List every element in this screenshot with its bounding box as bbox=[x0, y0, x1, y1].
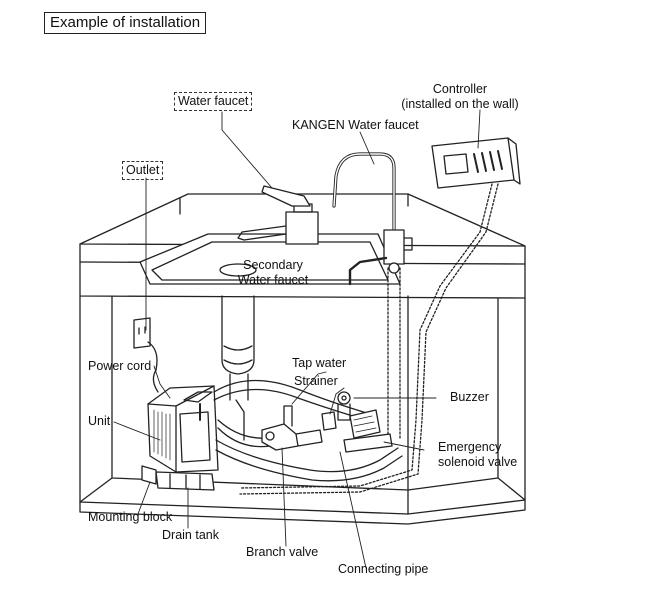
water-faucet-label: Water faucet bbox=[174, 92, 253, 111]
buzzer-label: Buzzer bbox=[450, 390, 489, 404]
water-faucet-shape bbox=[237, 185, 319, 245]
drain-tank-shape bbox=[141, 465, 215, 491]
diagram-title: Example of installation bbox=[44, 12, 207, 34]
branch-valve-label: Branch valve bbox=[246, 545, 319, 559]
branch-valve-shape bbox=[261, 405, 323, 451]
drain-pipe bbox=[221, 295, 255, 441]
controller-label: Controller (installed on the wall) bbox=[394, 82, 526, 112]
mounting-block-label: Mounting block bbox=[88, 510, 173, 524]
solenoid-valve-shape bbox=[343, 409, 393, 453]
unit-shape bbox=[147, 385, 219, 473]
controller-label-line1: Controller bbox=[432, 82, 488, 96]
secondary-faucet-label-line2: Water faucet bbox=[237, 273, 309, 287]
drain-tank-label: Drain tank bbox=[162, 528, 219, 542]
secondary-faucet-label: Secondary Water faucet bbox=[226, 258, 320, 288]
leader-lines bbox=[113, 109, 481, 569]
controller-shape bbox=[431, 137, 521, 189]
emergency-valve-label-line2: solenoid valve bbox=[438, 455, 518, 469]
strainer-label: Strainer bbox=[294, 374, 338, 388]
tap-water-label: Tap water bbox=[292, 356, 347, 370]
strainer-shape bbox=[321, 411, 337, 431]
connecting-pipe-label: Connecting pipe bbox=[338, 562, 429, 576]
controller-label-line2: (installed on the wall) bbox=[401, 97, 519, 111]
secondary-faucet-label-line1: Secondary bbox=[243, 258, 303, 272]
emergency-valve-label-line1: Emergency bbox=[438, 440, 502, 454]
outlet-label: Outlet bbox=[122, 161, 164, 180]
unit-label: Unit bbox=[88, 414, 111, 428]
kangen-faucet-label: KANGEN Water faucet bbox=[292, 118, 419, 132]
controller-cable bbox=[239, 183, 493, 489]
buzzer-shape bbox=[337, 391, 351, 421]
power-cord-label: Power cord bbox=[88, 359, 152, 373]
emergency-valve-label: Emergency solenoid valve bbox=[438, 440, 517, 470]
